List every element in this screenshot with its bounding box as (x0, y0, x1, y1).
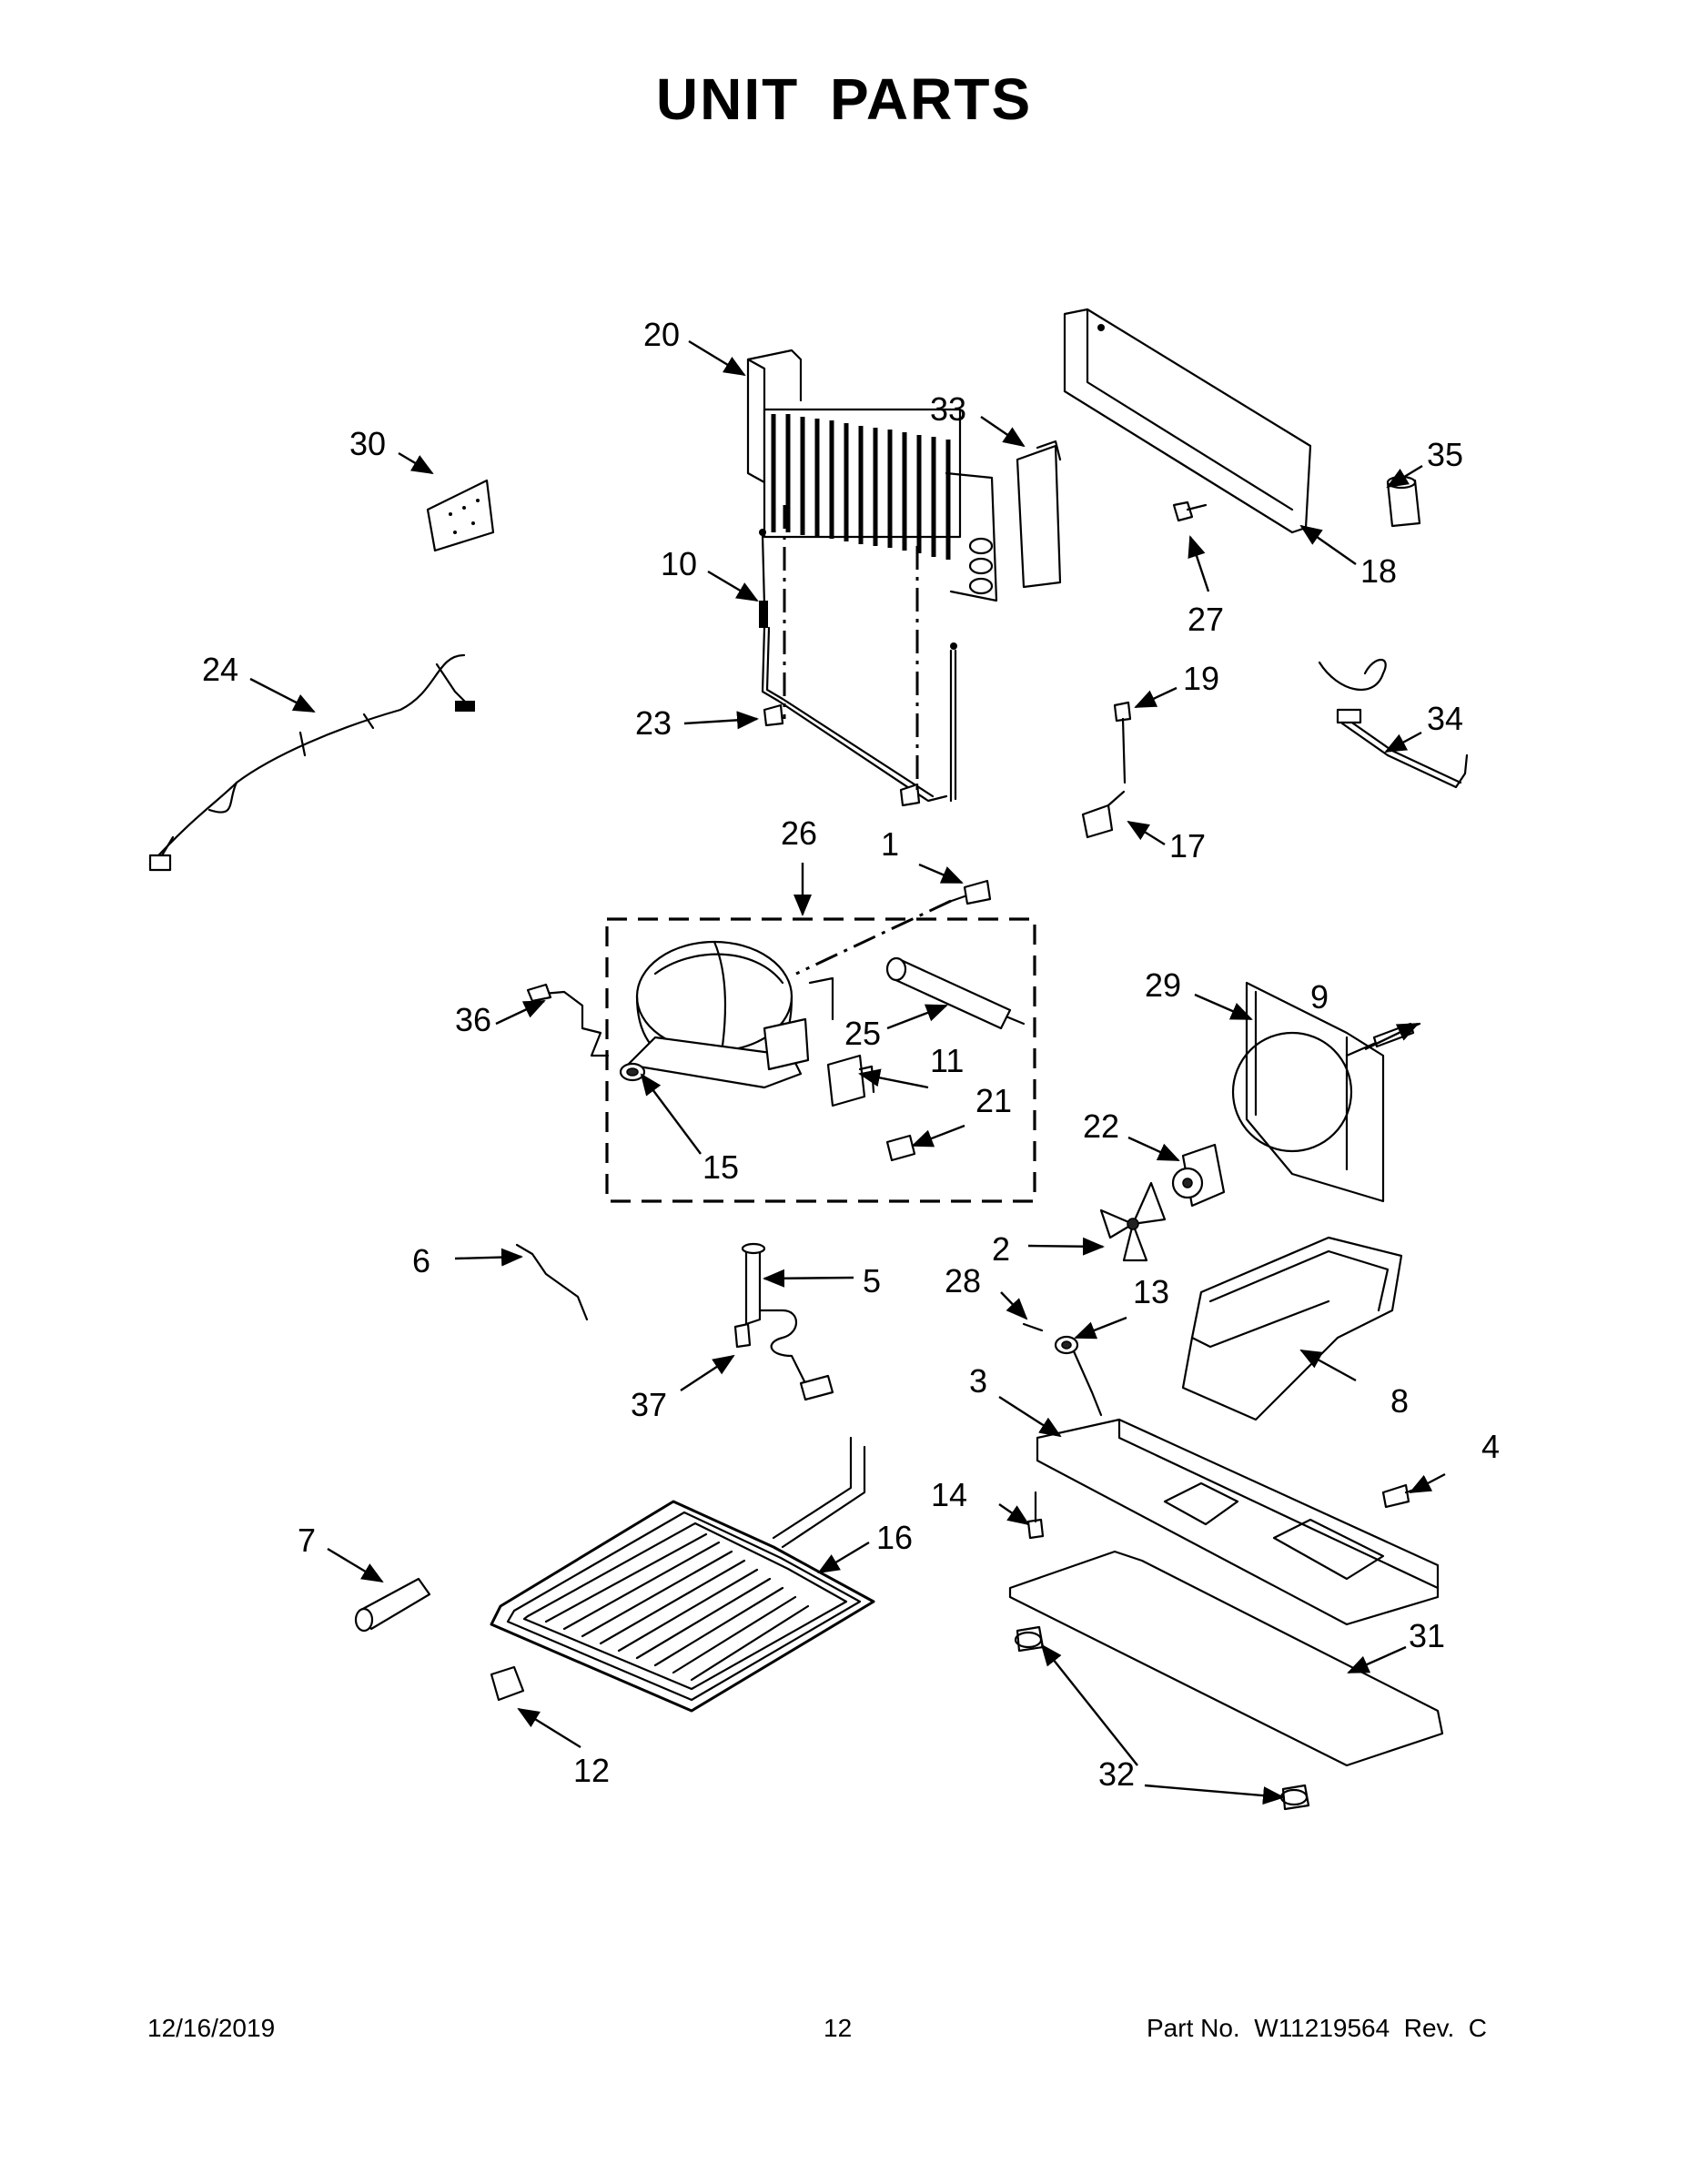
coil-clip-part (490, 1665, 525, 1702)
screw-part (733, 1322, 752, 1349)
callout-36: 36 (455, 1001, 491, 1038)
callout-22: 22 (1083, 1107, 1119, 1145)
callout-24: 24 (202, 651, 238, 688)
fan-motor-part (1171, 1143, 1226, 1208)
callout-2: 2 (992, 1230, 1010, 1268)
callout-7: 7 (298, 1522, 316, 1559)
callout-1: 1 (881, 825, 899, 863)
page-title: UNIT PARTS (655, 66, 1033, 132)
suction-tube-part (741, 1242, 834, 1401)
callout-14: 14 (931, 1476, 967, 1513)
overload-cover-part (885, 1134, 916, 1162)
callout-15: 15 (702, 1148, 739, 1186)
compressor-part (626, 940, 834, 1089)
callout-17: 17 (1169, 827, 1206, 864)
wire-harness-part (148, 653, 475, 872)
callout-13: 13 (1133, 1273, 1169, 1310)
callout-9: 9 (1310, 978, 1329, 1016)
callout-5: 5 (863, 1262, 881, 1299)
fan-blade-part (1099, 1181, 1167, 1262)
leveling-bolt-part (1381, 1483, 1421, 1509)
callout-29: 29 (1145, 966, 1181, 1004)
callout-labels: 20 33 30 35 18 27 10 23 24 19 34 17 26 1… (202, 316, 1500, 1793)
callout-21: 21 (975, 1082, 1012, 1119)
callout-28: 28 (945, 1262, 981, 1299)
bolt-part (945, 879, 992, 905)
control-panel-part (426, 479, 495, 552)
grommet-part (619, 1062, 646, 1082)
callout-18: 18 (1360, 552, 1397, 590)
coil-part (490, 1436, 875, 1713)
callout-31: 31 (1409, 1617, 1445, 1654)
shroud-part (1063, 308, 1312, 534)
callout-6: 6 (412, 1242, 430, 1279)
callout-35: 35 (1427, 436, 1463, 473)
screw-part (1172, 500, 1208, 522)
callout-3: 3 (969, 1362, 987, 1400)
callout-33: 33 (930, 390, 966, 428)
pin-part (1022, 1322, 1044, 1332)
foot-pad-part (1014, 1625, 1045, 1653)
clip-part (1081, 790, 1126, 839)
callout-8: 8 (1390, 1382, 1409, 1420)
footer-date: 12/16/2019 (147, 2014, 276, 2042)
callout-30: 30 (349, 425, 386, 462)
footer-page-number: 12 (824, 2014, 853, 2042)
roller-part (1054, 1335, 1103, 1417)
screw-part (1026, 1491, 1045, 1540)
callout-23: 23 (635, 704, 672, 742)
callout-26: 26 (781, 814, 817, 852)
wire-clip-part (515, 1243, 589, 1321)
footer-part-number: Part No. W11219564 Rev. C (1147, 2014, 1488, 2042)
callout-32: 32 (1098, 1755, 1135, 1793)
foot-pad-part (1279, 1784, 1310, 1811)
condenser-part (746, 349, 998, 602)
wire-part (526, 983, 610, 1057)
tubing-part (761, 626, 957, 807)
foam-tube-part (354, 1577, 431, 1633)
callout-27: 27 (1188, 601, 1224, 638)
callout-25: 25 (844, 1015, 881, 1052)
callout-leaders (249, 339, 1446, 1805)
callout-37: 37 (631, 1386, 667, 1423)
callout-11: 11 (930, 1042, 964, 1079)
alignment-line (795, 899, 952, 976)
bracket-part (1016, 440, 1062, 589)
callout-10: 10 (661, 545, 697, 582)
compressor-assembly-group (605, 917, 1036, 1203)
drain-pan-part (1181, 1236, 1403, 1421)
screw-part (1113, 701, 1132, 784)
callout-12: 12 (573, 1752, 610, 1789)
callout-4: 4 (1481, 1428, 1500, 1465)
drier-part (885, 956, 1026, 1030)
callout-19: 19 (1183, 660, 1219, 697)
callout-34: 34 (1427, 700, 1463, 737)
callout-20: 20 (643, 316, 680, 353)
sensor-part (759, 529, 768, 628)
cover-sheet-part (1008, 1550, 1444, 1767)
relay-part (826, 1054, 875, 1107)
base-plate-part (1036, 1418, 1440, 1626)
fan-shroud-part (1231, 981, 1385, 1203)
callout-16: 16 (876, 1519, 913, 1556)
